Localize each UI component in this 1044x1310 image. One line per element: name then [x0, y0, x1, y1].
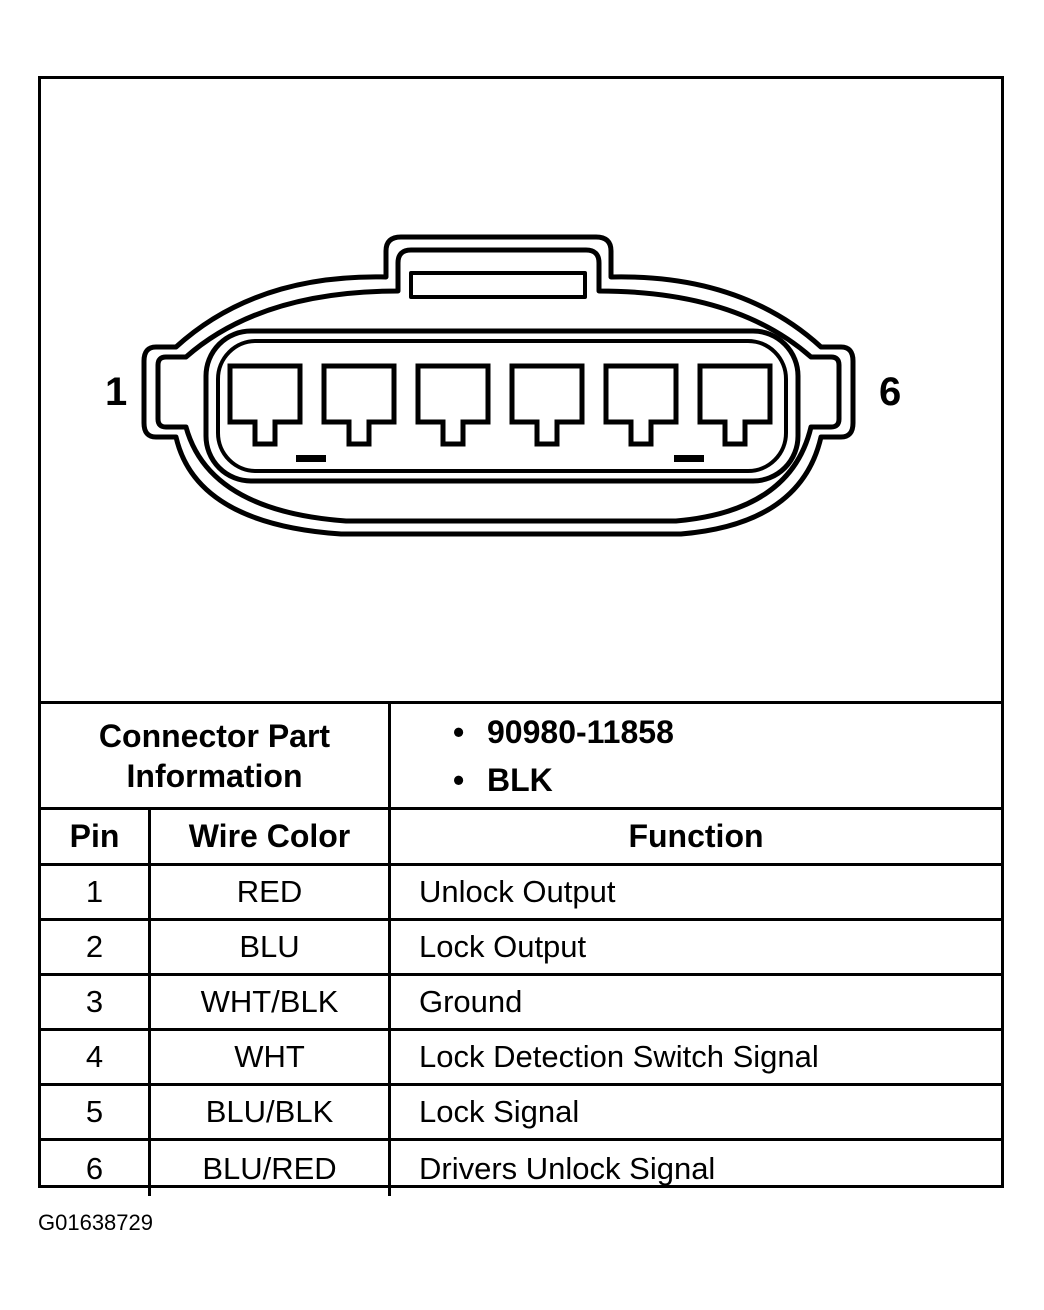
figure-id: G01638729	[38, 1210, 153, 1235]
pin-1-label: 1	[105, 370, 128, 414]
wire-color-cell: BLU/RED	[151, 1141, 391, 1196]
connector-inner-shell	[155, 247, 842, 524]
wire-color-cell: RED	[151, 866, 391, 918]
pin-cell: 4	[41, 1031, 151, 1083]
connector-part-info-values: •90980-11858 •BLK	[391, 704, 1001, 807]
connector-color-item: •BLK	[453, 761, 553, 798]
header-function: Function	[628, 818, 764, 854]
wire-color-cell: WHT	[151, 1031, 391, 1083]
connector-diagram-frame: 1 6 Connector Part Information •90980-11…	[38, 76, 1004, 1196]
pin-5-key-mark	[674, 455, 704, 462]
terminal-cavity-2	[321, 363, 397, 447]
part-number-item: •90980-11858	[453, 713, 674, 750]
function-cell: Lock Output	[419, 929, 587, 964]
function-cell: Lock Detection Switch Signal	[419, 1039, 819, 1074]
connector-face-drawing	[141, 234, 856, 537]
pin-cell: 2	[41, 921, 151, 973]
pin-cell: 6	[41, 1141, 151, 1196]
header-wire-color: Wire Color	[151, 810, 391, 863]
lock-tab-slot	[409, 271, 587, 299]
terminal-cavity-area	[203, 328, 801, 484]
pin-2-key-mark	[296, 455, 326, 462]
wire-color-cell: BLU/BLK	[151, 1086, 391, 1138]
terminal-cavity-3	[415, 363, 491, 447]
wire-color-cell: BLU	[151, 921, 391, 973]
pin-cell: 5	[41, 1086, 151, 1138]
connector-info-row: Connector Part Information •90980-11858 …	[41, 704, 1001, 810]
function-cell: Lock Signal	[419, 1094, 580, 1129]
pin-6-label: 6	[879, 370, 902, 414]
connector-outer-shell	[141, 234, 856, 537]
terminal-cavity-5	[603, 363, 679, 447]
pin-cell: 1	[41, 866, 151, 918]
terminal-cavity-1	[227, 363, 303, 447]
terminal-cavity-6	[697, 363, 773, 447]
table-header-row: Pin Wire Color Function	[41, 810, 1001, 866]
part-number: 90980-11858	[487, 713, 674, 750]
wire-color-cell: WHT/BLK	[151, 976, 391, 1028]
function-cell: Unlock Output	[419, 874, 616, 909]
pin-cell: 3	[41, 976, 151, 1028]
connector-color: BLK	[487, 761, 553, 798]
connector-part-info-label: Connector Part Information	[41, 704, 391, 807]
function-cell: Drivers Unlock Signal	[419, 1150, 716, 1186]
function-cell: Ground	[419, 984, 523, 1019]
header-pin: Pin	[41, 810, 151, 863]
connector-face-diagram: 1 6	[41, 79, 1001, 704]
terminal-cavity-4	[509, 363, 585, 447]
